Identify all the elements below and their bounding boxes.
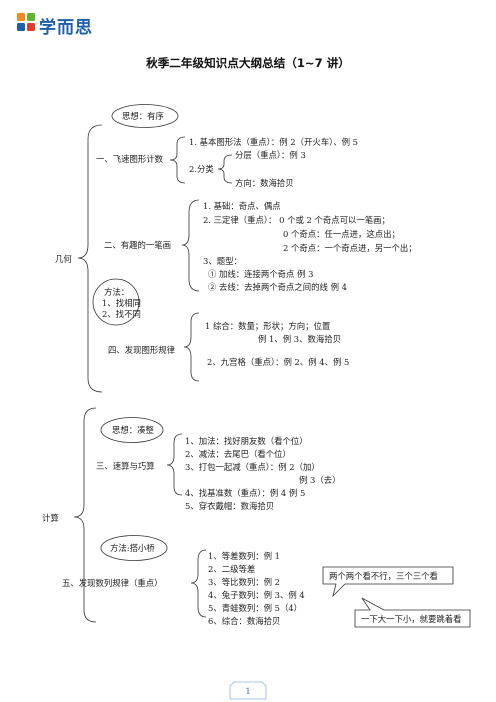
branch-label-geometry: 几何 [55,254,72,264]
callout-text-round: 思想：凑整 [112,425,154,435]
section-four-item-3: 2、九宫格（重点）：例 2、例 4、例 5 [207,357,350,367]
section-two-item-7: ② 去线：去掉两个奇点之间的线 例 4 [208,282,347,292]
section-five-item-1: 1、等差数列：例 1 [208,551,280,561]
page-number: 1 [245,687,251,696]
page-number-badge-outline [229,681,267,700]
branch-label-calculation: 计算 [42,513,59,523]
section-heading-five: 五、发现数列规律（重点） [62,578,163,588]
section-five-brace [190,549,207,618]
callout-text-method-2: 2、找不同 [102,309,141,319]
section-two-item-4: 2 个奇点：一个奇点进，另一个出； [283,243,417,253]
callout-text-bridge: 方法:搭小桥 [110,543,155,553]
section-three-brace [166,433,183,496]
brand-logo: 学而思 [16,10,106,38]
section-three-item-6: 5、穿衣戴帽：数海拾贝 [185,501,275,511]
callout-text-order: 思想：有序 [122,111,164,121]
section-four-brace [183,312,200,382]
note-text-one: 两个两个看不行，三个三个看 [329,571,438,581]
page-title: 秋季二年级知识点大纲总结（1~7 讲） [146,56,350,70]
section-two-item-1: 1. 基础：奇点、偶点 [203,201,281,211]
logo-text: 学而思 [39,18,93,38]
callout-text-method-1: 1、找相同 [102,298,141,308]
section-five-item-5: 5、青蛙数列：例 5（4） [208,603,303,613]
section-one-sub-item-2: 方向：数海拾贝 [235,178,294,188]
section-one-sub-label: 2.分类 [189,164,214,174]
section-two-item-2: 2. 三定律（重点）： 0 个或 2 个奇点可以一笔画； [203,215,390,225]
logo-tile-red [27,23,35,31]
section-heading-three: 三、速算与巧算 [96,461,155,471]
callout-circle-method [92,278,140,326]
geometry-main-brace [77,124,103,393]
section-two-item-6: ① 加线：连接两个奇点 例 3 [208,269,314,279]
section-three-item-1: 1、加法：找好朋友数（看个位） [185,436,308,446]
calc-main-brace [73,407,97,623]
section-three-item-3: 3、打包一起减（重点）：例 2（加） [185,462,320,472]
callout-ellipse-bridge [100,535,168,561]
section-heading-four: 四、发现图形规律 [108,345,175,355]
note-text-two: 一下大一下小，就要跳着看 [361,614,462,624]
section-two-brace [181,199,200,292]
section-one-item-1: 1. 基本图形法（重点）：例 2（开火车）、例 5 [189,137,358,147]
section-heading-one: 一、飞速图形计数 [96,154,163,164]
section-three-item-4: 例 3（去） [299,475,341,485]
logo-tile-blue [17,23,25,31]
section-three-item-2: 2、减法：去尾巴（看个位） [185,449,291,459]
logo-tile-orange [17,13,25,21]
callout-ellipse-round [100,417,164,443]
section-five-item-2: 2、二级等差 [208,564,256,574]
logo-tile-green [27,13,35,21]
section-five-item-6: 6、综合：数海拾贝 [208,616,281,626]
section-two-item-3: 0 个奇点：任一点进，这点出； [283,229,400,239]
logo-mark-icon [17,13,35,31]
section-five-item-3: 3、等比数列：例 2 [208,577,280,587]
callout-text-method-title: 方法： [104,287,130,297]
classify-sub-brace [217,154,233,184]
page-number-badge: 1 [230,682,266,699]
section-five-item-4: 4、兔子数列：例 3、例 4 [208,590,305,600]
callout-ellipse-order [111,104,179,128]
note-bubble-one [322,566,454,598]
note-bubble-two [354,597,471,628]
section-three-item-5: 4、找基准数（重点）：例 4 例 5 [185,488,306,498]
section-heading-two: 二、有趣的一笔画 [104,240,171,250]
section-four-item-1: 1 综合：数量；形状；方向；位置 [205,321,331,331]
section-one-sub-item-1: 分层（重点）：例 3 [235,150,306,160]
section-four-item-2: 例 1、例 3、数海拾贝 [258,334,341,344]
section-one-brace [169,136,186,184]
section-two-item-5: 3、题型： [203,256,242,266]
